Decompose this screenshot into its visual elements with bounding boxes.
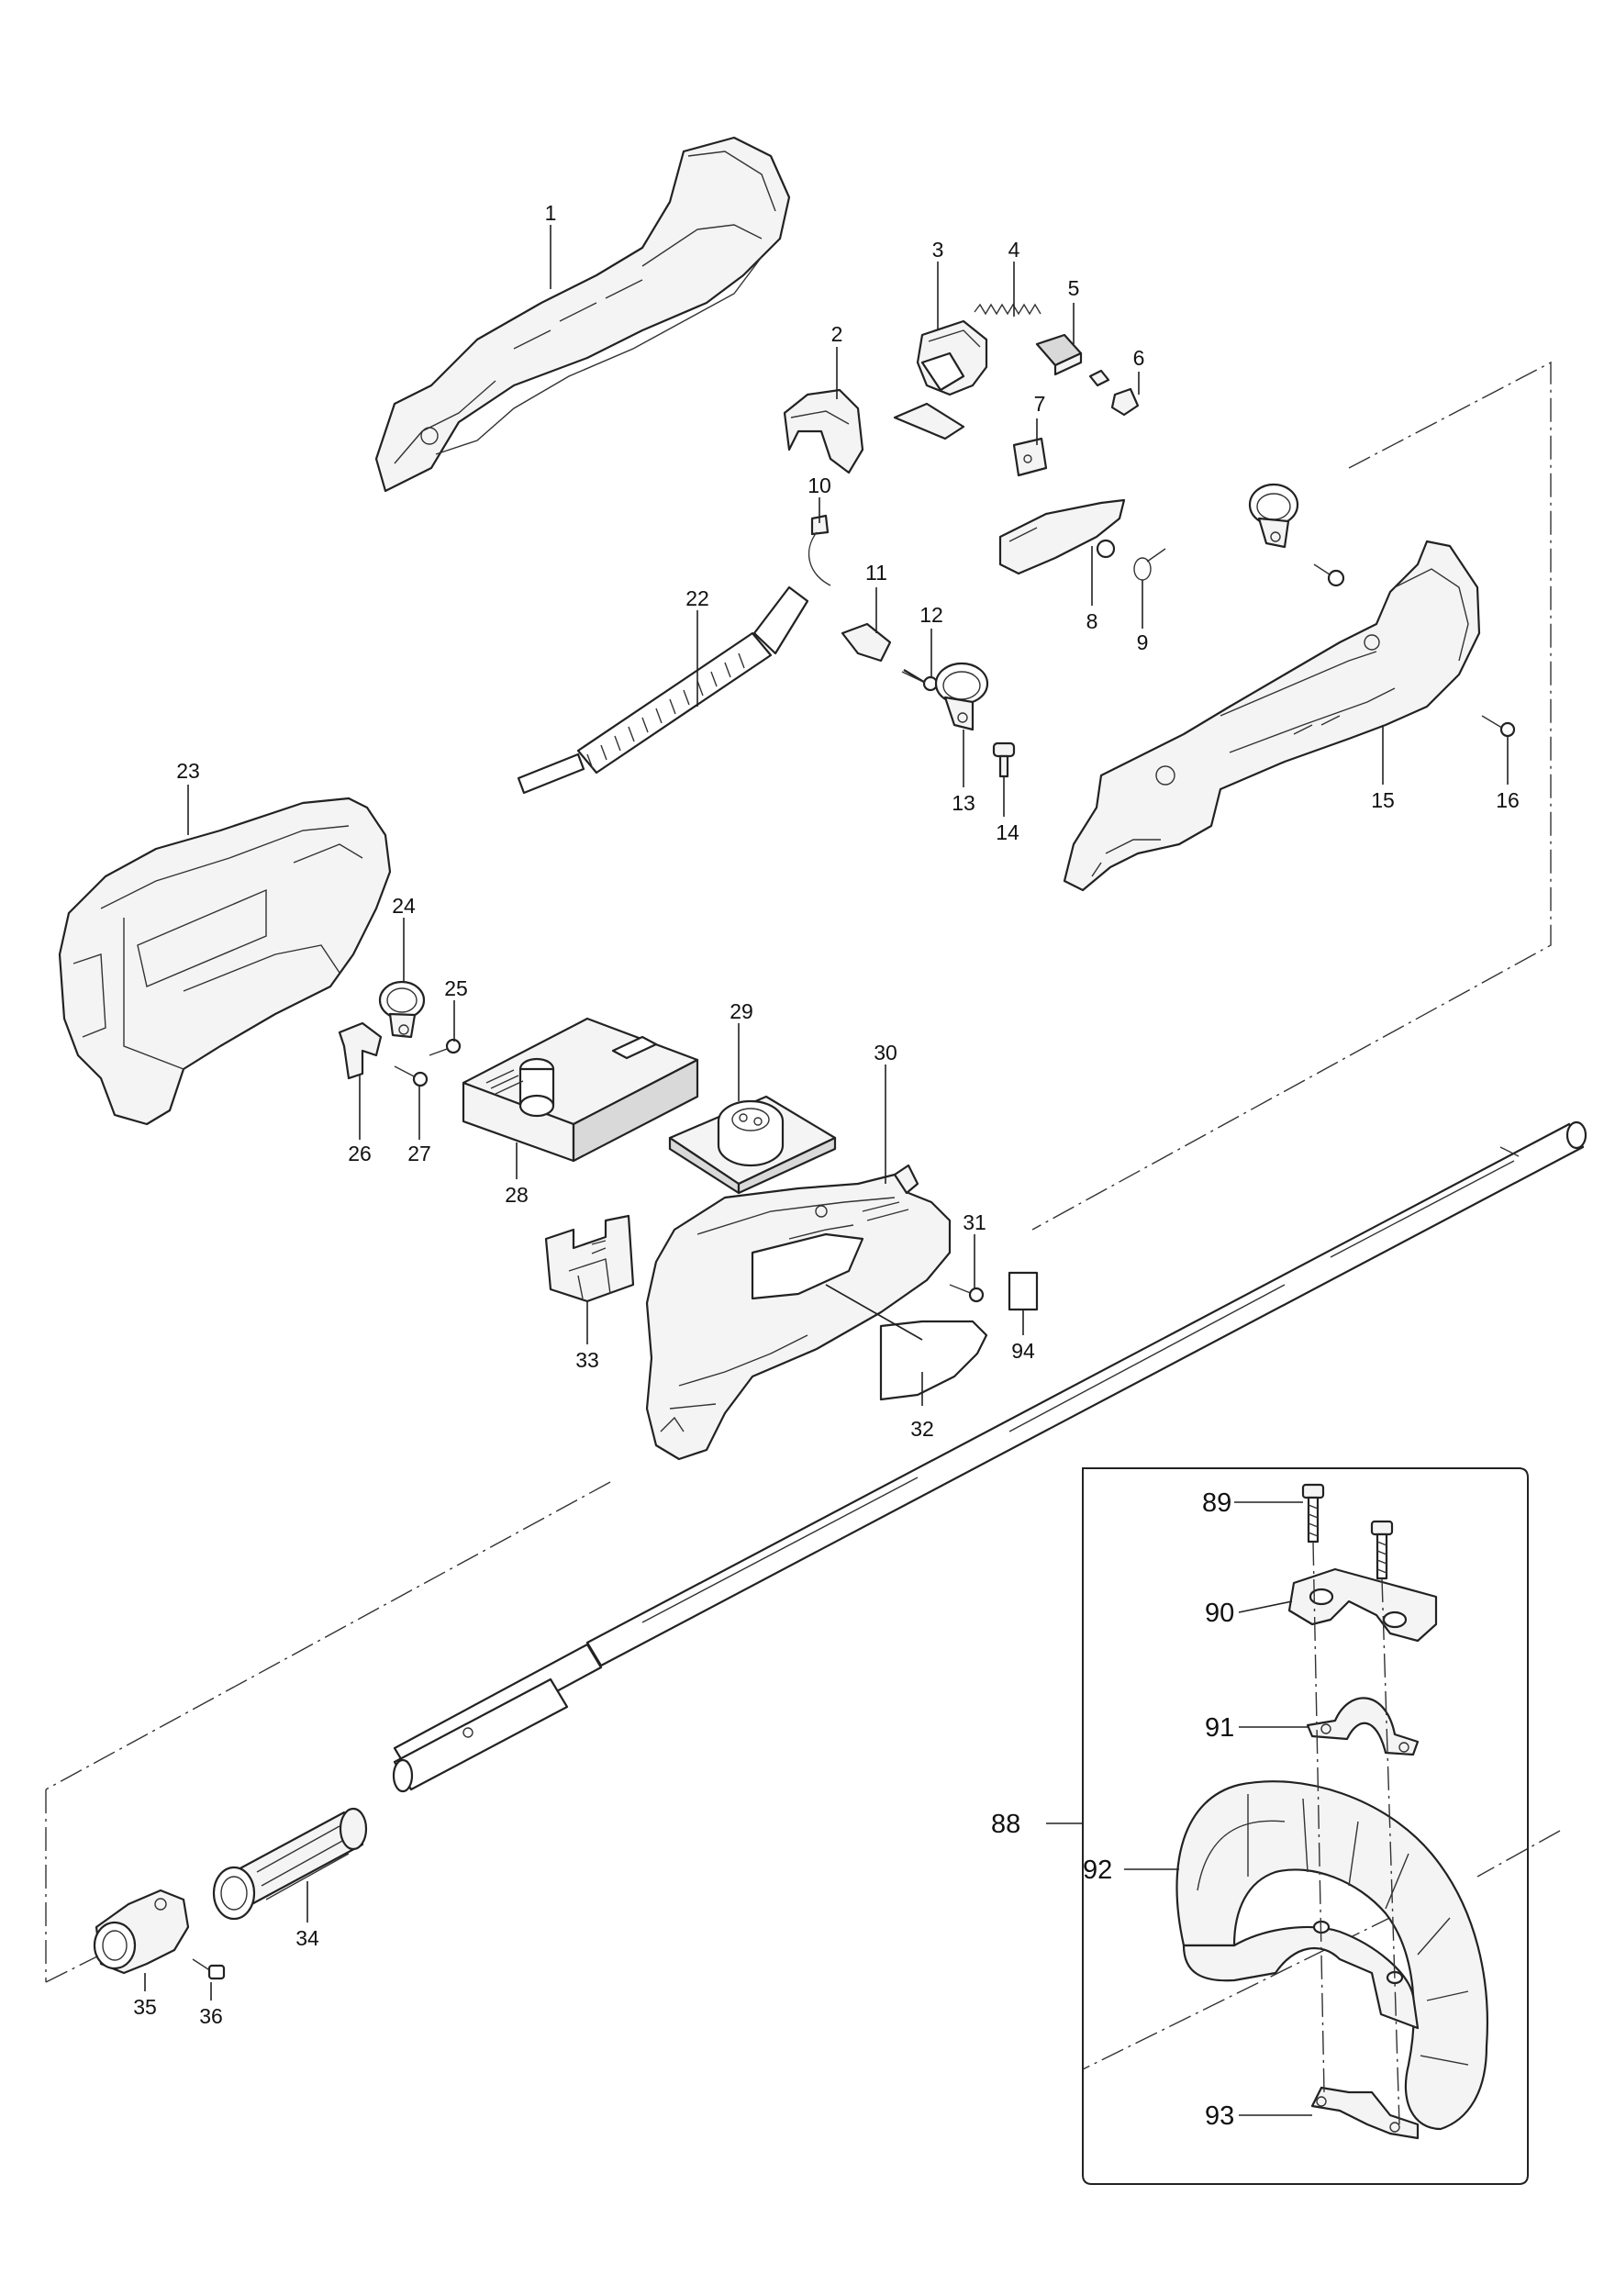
part-8-lever (998, 498, 1126, 575)
part-93-lower-strap (1310, 2086, 1420, 2140)
callout-33: 33 (575, 1348, 599, 1372)
callout-8: 8 (1086, 609, 1098, 633)
callout-25: 25 (444, 976, 468, 1000)
part-94-sticker (1008, 1271, 1039, 1311)
part-23-motor-housing (58, 797, 392, 1126)
part-33-terminal (544, 1214, 635, 1303)
part-35-end-cap (93, 1889, 190, 1975)
callout-36: 36 (199, 2004, 223, 2028)
part-3-trigger (893, 319, 988, 440)
callout-labels: 1 2 3 4 5 6 7 8 9 10 11 12 13 14 15 16 2… (133, 201, 1520, 2131)
part-30-rear-housing (645, 1164, 952, 1461)
callout-9: 9 (1137, 630, 1149, 654)
part-90-clamp-top (1287, 1567, 1438, 1643)
callout-11: 11 (865, 561, 887, 585)
part-14-screw (992, 741, 1016, 778)
lower-tube-section (392, 1677, 569, 1793)
callout-26: 26 (348, 1142, 372, 1165)
callout-28: 28 (505, 1183, 529, 1207)
callout-27: 27 (407, 1142, 431, 1165)
part-16-screw (1481, 715, 1516, 738)
part-88-loop-handle-kit-box (1082, 1467, 1529, 2185)
part-13-clamp (934, 662, 989, 731)
assembly-reference-lines (45, 361, 1561, 2070)
callout-24: 24 (392, 894, 416, 918)
part-4-spring (974, 303, 1041, 316)
part-11-holder (841, 622, 892, 663)
callout-34: 34 (295, 1926, 319, 1950)
callout-5: 5 (1068, 276, 1080, 300)
part-36-screw (192, 1958, 226, 1980)
part-15-handle-housing (1063, 540, 1481, 892)
callout-14: 14 (996, 820, 1019, 844)
callout-3: 3 (932, 238, 944, 262)
callout-93: 93 (1205, 2101, 1234, 2131)
callout-7: 7 (1034, 392, 1046, 416)
callout-13: 13 (952, 791, 975, 815)
part-92-loop-handle (1175, 1780, 1489, 2131)
callout-22: 22 (685, 586, 709, 610)
part-89-bolt (1301, 1483, 1325, 1544)
callout-23: 23 (176, 759, 200, 783)
callout-29: 29 (730, 999, 753, 1023)
part-28-controller (462, 1017, 699, 1163)
part-25-screw (429, 1038, 462, 1056)
callout-30: 30 (874, 1041, 897, 1064)
part-27-screw (394, 1065, 429, 1087)
kit-alignment-lines (1312, 1541, 1400, 2125)
leader-lines (144, 225, 1509, 2116)
main-shaft-tube (393, 1120, 1587, 1773)
callout-91: 91 (1205, 1713, 1234, 1743)
callout-16: 16 (1496, 788, 1520, 812)
part-89-bolt-second (1370, 1520, 1394, 1580)
callout-4: 4 (1008, 238, 1020, 262)
upper-clamp-band (1248, 483, 1299, 549)
callout-2: 2 (831, 322, 843, 346)
callout-31: 31 (963, 1210, 986, 1234)
callout-92: 92 (1083, 1856, 1112, 1885)
callout-1: 1 (545, 201, 557, 225)
part-34-grip (212, 1807, 368, 1921)
part-10-clip (808, 514, 831, 586)
callout-88: 88 (991, 1810, 1020, 1839)
part-24-clamp (378, 980, 426, 1039)
part-1-housing-left (374, 136, 791, 493)
callout-15: 15 (1371, 788, 1395, 812)
callout-12: 12 (919, 603, 943, 627)
callout-90: 90 (1205, 1599, 1234, 1628)
part-29-mount-plate (668, 1095, 837, 1195)
part-32-label (825, 1284, 988, 1401)
callout-32: 32 (910, 1417, 934, 1441)
part-22-flex-tube (517, 585, 809, 795)
part-6-connector (1088, 369, 1140, 417)
part-9-torsion-spring (1133, 548, 1166, 581)
part-91-strap (1306, 1697, 1420, 1756)
callout-6: 6 (1133, 346, 1145, 370)
part-26-terminal-holder (338, 1021, 383, 1080)
part-5-switch (1035, 333, 1083, 376)
callout-89: 89 (1202, 1488, 1231, 1518)
callout-35: 35 (133, 1995, 157, 2019)
part-2-switch-cover (783, 388, 864, 474)
part-31-screw (949, 1284, 985, 1303)
callout-94: 94 (1011, 1339, 1035, 1363)
part-7-lock-block (1012, 437, 1048, 477)
clamp-screw-upper (1313, 563, 1345, 587)
callout-10: 10 (808, 474, 831, 497)
